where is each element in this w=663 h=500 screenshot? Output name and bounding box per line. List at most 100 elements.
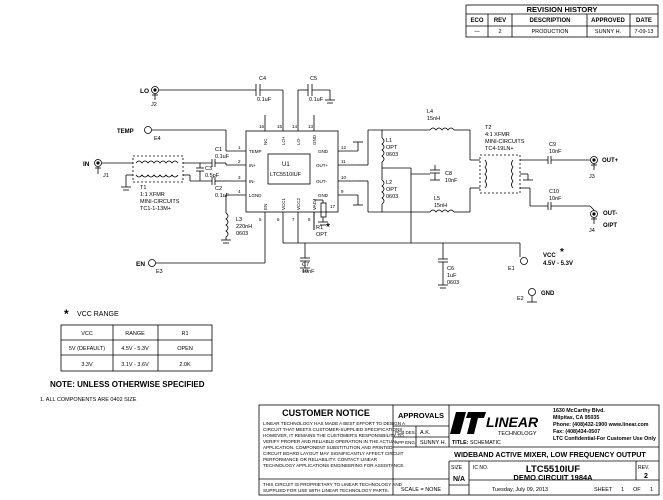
notes-item-1: 1. ALL COMPONENTS ARE 0402 SIZE (40, 397, 137, 403)
vcc-terminal-e1 (520, 257, 528, 265)
temp-label: TEMP (117, 129, 134, 135)
ic-pin-number: 1 (238, 145, 241, 150)
e2-label: E2 (517, 296, 524, 302)
l1-value: OPT (386, 145, 398, 151)
ic-u1-body (245, 130, 339, 213)
transformer-t2 (479, 154, 521, 194)
app-eng-label: APP ENG. (395, 440, 416, 445)
c3-value: 0.5pF (205, 173, 220, 179)
ic-pin-number: 10 (341, 175, 347, 180)
temp-terminal-e4 (144, 126, 152, 134)
address-line: Fax: (408)434-0507 (553, 429, 600, 435)
pcb-des-value: A.K. (420, 430, 431, 436)
vcc-table-cell: OPEN (177, 346, 193, 352)
e4-label: E4 (154, 136, 161, 142)
notice-line: HOWEVER, IT REMAINS THE CUSTOMER'S RESPO… (263, 433, 404, 438)
schematic-title: WIDEBAND ACTIVE MIXER, LOW FREQUENCY OUT… (454, 450, 646, 459)
j4-label: J4 (589, 228, 595, 234)
l2-value: OPT (386, 187, 398, 193)
c1-value: 0.1uF (215, 154, 230, 160)
l2-package: 0603 (386, 194, 398, 200)
c7-value: 10nF (302, 269, 315, 275)
rev-header-approved: APPROVED (591, 18, 625, 24)
ic-pin-gnd-r2: GND (318, 193, 329, 198)
rev-header-date: DATE (636, 18, 652, 24)
l3-package: 0603 (236, 231, 248, 237)
c8-value: 10nF (445, 178, 458, 184)
vcc-table-header: R1 (181, 331, 188, 337)
ic-pin-lo-minus: LO- (296, 137, 301, 145)
en-label: EN (136, 261, 145, 268)
c5-ref: C5 (310, 76, 317, 82)
pcb-des-label: PCB DES. (395, 430, 416, 435)
address-line: Milpitas, CA 95035 (553, 415, 599, 421)
e3-label: E3 (156, 269, 163, 275)
ic-pin-number: 6 (277, 217, 280, 222)
vcc-range-table (60, 324, 213, 372)
ic-ref: U1 (282, 162, 290, 168)
c8-ref: C8 (445, 171, 452, 177)
ic-pin-en: EN (263, 204, 268, 210)
ic-pin-gnd-top: GND (312, 134, 317, 145)
c6-package: 0603 (447, 280, 459, 286)
ic-pin-number: 5 (259, 217, 262, 222)
ic-pin-in-plus: IN+ (249, 163, 257, 168)
ic-pin-number: 3 (238, 175, 241, 180)
ic-pin-number: 8 (308, 217, 311, 222)
c9-ref: C9 (549, 142, 556, 148)
title-label: TITLE: (452, 440, 469, 446)
title-type: SCHEMATIC (470, 440, 501, 446)
t1-ratio: 1:1 XFMR (140, 192, 165, 198)
j1-label: J1 (103, 173, 109, 179)
c3-ref: C3 (205, 166, 212, 172)
transformer-t1 (132, 155, 184, 183)
ic-pin-out-minus: OUT- (316, 179, 327, 184)
title-block (258, 404, 660, 496)
ic-pin-number: 4 (238, 189, 241, 194)
t2-part: TC4-19LN+ (485, 146, 514, 152)
c4-value: 0.1uF (257, 97, 272, 103)
ic-pin-vcc1: VCC1 (281, 197, 286, 210)
notice-line: CIRCUIT BOARD LAYOUT MAY SIGNIFICANTLY A… (263, 451, 404, 456)
c6-ref: C6 (447, 266, 454, 272)
gnd-label: GND (541, 291, 555, 297)
rev-header-description: DESCRIPTION (529, 18, 570, 24)
r1-value: OPT (316, 232, 328, 238)
c2-value: 0.1uF (215, 193, 230, 199)
vcc-table-header: RANGE (125, 331, 145, 337)
scale-label: SCALE = NONE (401, 487, 442, 493)
c10-ref: C10 (549, 189, 559, 195)
ic-pin-out-plus: OUT+ (316, 163, 328, 168)
ic-pin-number: 11 (341, 159, 346, 164)
c6-value: 1uF (447, 273, 457, 279)
ic-pin-number: 13 (308, 124, 314, 129)
proprietary-line: THIS CIRCUIT IS PROPRIETARY TO LINEAR TE… (263, 482, 403, 487)
l2-ref: L2 (386, 180, 392, 186)
vcc-label: VCC (543, 253, 556, 259)
ic-pin-nc: NC (263, 138, 268, 145)
ic-pin-vcc2: VCC2 (296, 197, 301, 210)
rev-value: 2 (644, 473, 648, 480)
date-value: Tuesday, July 09, 2013 (492, 487, 548, 493)
vcc-table-cell: 2.0K (179, 362, 191, 368)
vcc-range-asterisk: * (64, 307, 69, 321)
ic-pin-number: 17 (330, 204, 336, 209)
proprietary-line: SUPPLIED FOR USE WITH LINEAR TECHNOLOGY … (263, 488, 389, 493)
e1-label: E1 (508, 266, 515, 272)
customer-notice-title: CUSTOMER NOTICE (282, 408, 370, 418)
ic-u1-die (267, 153, 311, 185)
ic-pin-number: 2 (238, 159, 241, 164)
c2-ref: C2 (215, 186, 222, 192)
address-line: LTC Confidential-For Customer Use Only (553, 436, 656, 442)
notice-line: TECHNOLOGY APPLICATIONS ENGINEERING FOR … (263, 463, 405, 468)
notice-line: APPLICATION. COMPONENT SUBSTITUTION AND … (263, 445, 393, 450)
rev-header-rev: REV (494, 18, 506, 24)
l4-value: 15nH (427, 116, 440, 122)
ic-pin-lgnd: LGND (249, 193, 262, 198)
rev-cell-description: PRODUCTION (532, 29, 569, 35)
revision-title: REVISION HISTORY (527, 5, 598, 14)
out-minus-connector-j4 (590, 210, 598, 218)
c9-value: 10nF (549, 149, 562, 155)
notes-title: NOTE: UNLESS OTHERWISE SPECIFIED (50, 380, 205, 389)
